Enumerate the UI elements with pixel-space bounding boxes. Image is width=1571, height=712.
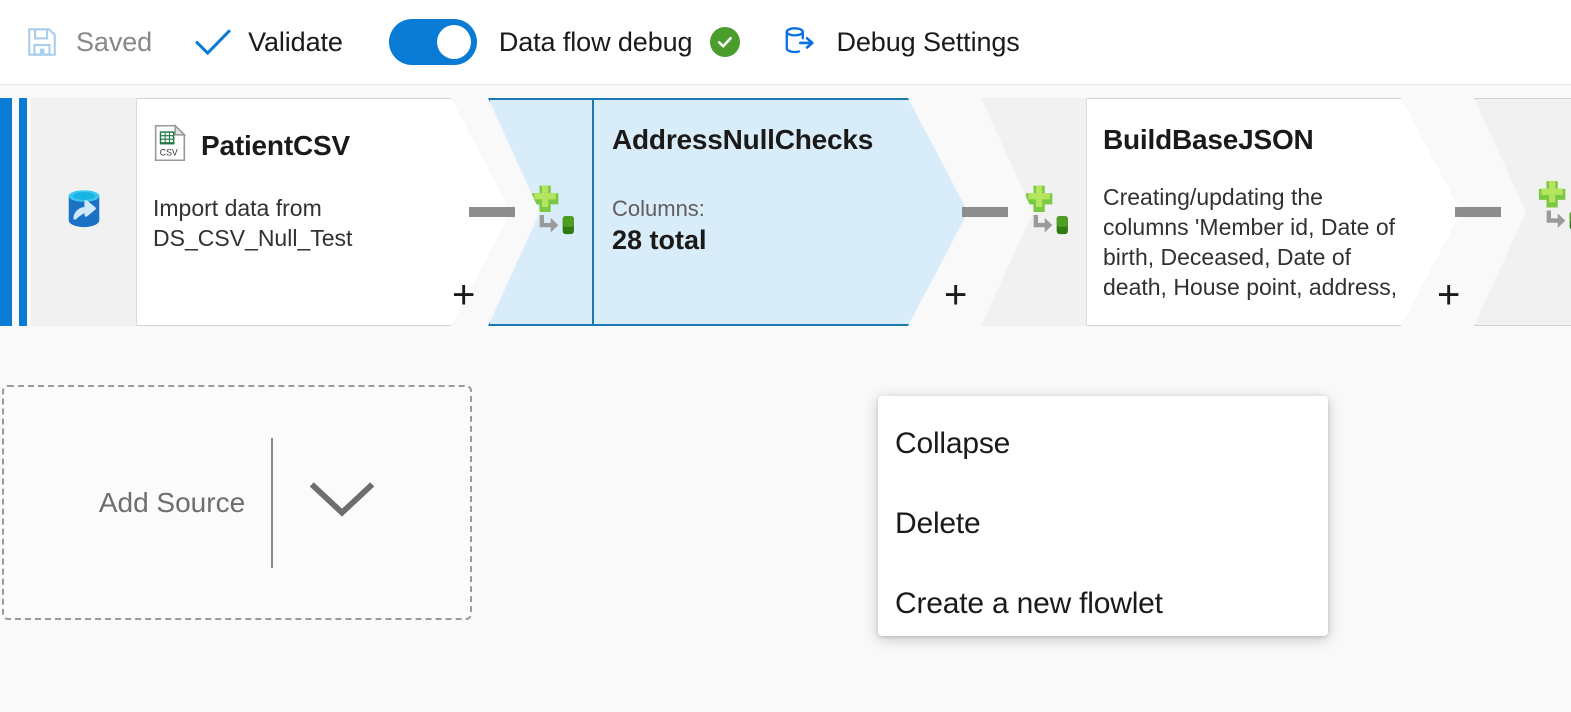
checkmark-icon <box>194 26 232 58</box>
node-title: PatientCSV <box>201 129 350 161</box>
save-floppy-icon <box>24 24 60 60</box>
save-button[interactable]: Saved <box>14 12 162 72</box>
node-columns-value: 28 total <box>612 225 707 255</box>
node-body: AddressNullChecks Columns: 28 total <box>596 98 968 326</box>
node-offscreen-right[interactable] <box>1474 98 1571 326</box>
add-source-label: Add Source <box>98 486 246 518</box>
node-gutter <box>981 98 1087 326</box>
context-menu-item-delete[interactable]: Delete <box>895 507 981 540</box>
connector-1 <box>469 207 515 217</box>
offscreen-node-edge-1 <box>0 98 12 326</box>
validate-button[interactable]: Validate <box>184 12 353 72</box>
node-body: BuildBaseJSON Creating/updating the colu… <box>1087 98 1461 326</box>
add-source-divider <box>271 437 274 568</box>
add-between-plus-3[interactable]: + <box>1437 273 1461 317</box>
node-addressnullchecks[interactable]: AddressNullChecks Columns: 28 total <box>488 98 968 326</box>
debug-settings-label: Debug Settings <box>836 26 1020 57</box>
data-flow-debug-label: Data flow debug <box>498 26 693 57</box>
database-export-icon <box>780 22 820 62</box>
node-body: CSV PatientCSV Import data from DS_CSV_N… <box>137 98 511 326</box>
context-menu[interactable]: Collapse Delete Create a new flowlet <box>878 396 1328 636</box>
data-flow-debug-control[interactable]: Data flow debug <box>379 12 751 72</box>
data-flow-canvas[interactable]: CSV PatientCSV Import data from DS_CSV_N… <box>0 85 1571 712</box>
csv-file-icon: CSV <box>153 123 187 167</box>
node-title: AddressNullChecks <box>612 124 874 155</box>
node-patientcsv[interactable]: CSV PatientCSV Import data from DS_CSV_N… <box>31 98 511 326</box>
validate-label: Validate <box>248 26 343 57</box>
connector-3 <box>1455 207 1501 217</box>
data-flow-debug-toggle[interactable] <box>388 19 477 65</box>
add-source-button[interactable]: Add Source <box>2 385 472 620</box>
node-columns-label: Columns: <box>612 196 705 221</box>
derived-column-icon <box>1528 176 1571 239</box>
node-title: BuildBaseJSON <box>1103 124 1314 155</box>
node-description: Creating/updating the columns 'Member id… <box>1103 184 1398 300</box>
context-menu-item-collapse[interactable]: Collapse <box>895 427 1011 460</box>
save-label: Saved <box>76 26 153 57</box>
connector-2 <box>962 207 1008 217</box>
derived-column-icon <box>521 181 579 244</box>
source-database-icon <box>57 183 111 242</box>
derived-column-icon <box>1015 181 1073 244</box>
node-buildbasejson[interactable]: BuildBaseJSON Creating/updating the colu… <box>981 98 1461 326</box>
offscreen-node-edge-2 <box>19 98 27 326</box>
node-gutter <box>488 98 594 326</box>
toolbar: Saved Validate Data flow debug <box>0 0 1571 85</box>
add-between-plus-2[interactable]: + <box>944 273 968 317</box>
chevron-down-icon[interactable] <box>309 480 375 525</box>
toggle-knob <box>436 25 471 59</box>
svg-text:CSV: CSV <box>160 147 178 157</box>
node-description: Import data from DS_CSV_Null_Test <box>153 195 353 251</box>
add-between-plus-1[interactable]: + <box>452 273 476 317</box>
green-check-circle-icon <box>710 27 741 57</box>
context-menu-item-create-flowlet[interactable]: Create a new flowlet <box>895 587 1163 620</box>
node-gutter <box>31 98 137 326</box>
debug-settings-button[interactable]: Debug Settings <box>770 12 1029 72</box>
